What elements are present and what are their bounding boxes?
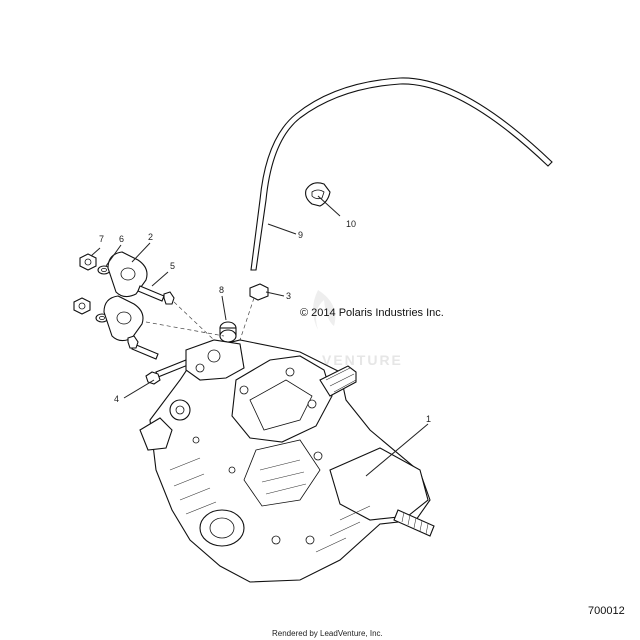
callout-labels: 1 2 3 4 5 6 7 8 9 10: [99, 219, 431, 424]
bracket-upper[interactable]: [107, 251, 148, 298]
callout-3: 3: [286, 291, 291, 301]
callout-5: 5: [170, 261, 175, 271]
bolt-lower[interactable]: [127, 335, 159, 360]
vent-fitting[interactable]: [249, 283, 269, 301]
watermark-text: VENTURE: [322, 352, 403, 368]
hose-clip[interactable]: [305, 182, 331, 207]
bracket-lower[interactable]: [103, 295, 144, 342]
diagram-number: 700012: [588, 605, 625, 617]
nut-upper[interactable]: [79, 253, 97, 271]
callout-7: 7: [99, 234, 104, 244]
watermark: VENTURE: [313, 290, 403, 368]
nut-lower[interactable]: [73, 297, 91, 315]
callout-1: 1: [426, 414, 431, 424]
copyright-notice: © 2014 Polaris Industries Inc.: [300, 307, 444, 319]
callout-4: 4: [114, 394, 119, 404]
rendered-by-credit: Rendered by LeadVenture, Inc.: [272, 629, 383, 638]
transmission-assembly[interactable]: [139, 339, 435, 583]
grommet[interactable]: [219, 321, 237, 343]
leader-lines: [90, 195, 429, 477]
callout-8: 8: [219, 285, 224, 295]
callout-10: 10: [346, 219, 356, 229]
callout-6: 6: [119, 234, 124, 244]
callout-9: 9: [298, 230, 303, 240]
callout-2: 2: [148, 232, 153, 242]
vent-hose[interactable]: [250, 77, 553, 271]
bolt-upper[interactable]: [137, 285, 175, 305]
